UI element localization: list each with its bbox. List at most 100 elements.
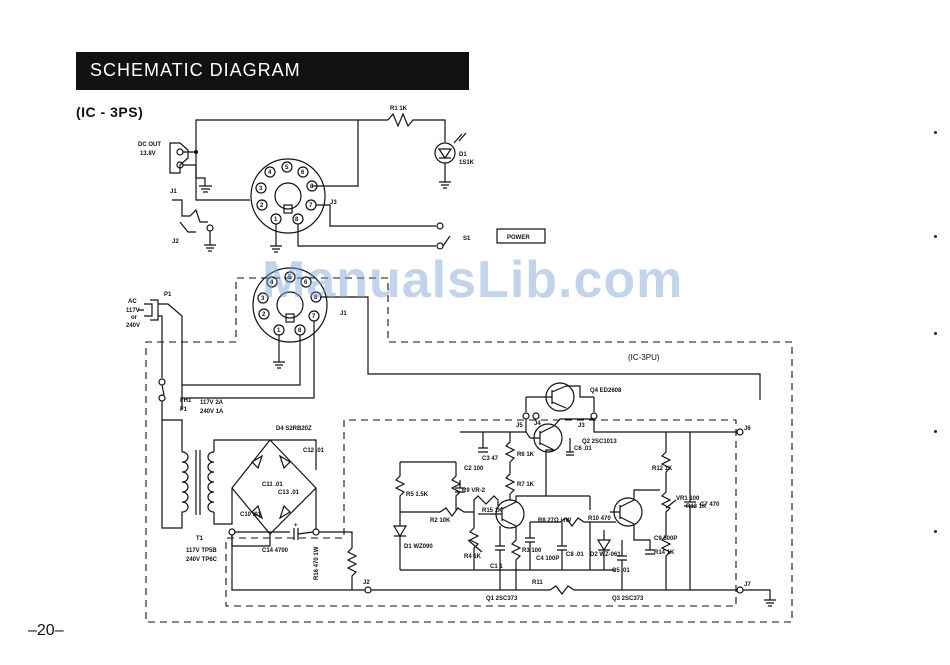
d4-label: D4 S2RB20Z	[276, 426, 312, 432]
dc-out-connector: DC OUT 13.8V	[138, 142, 189, 174]
r15-label: R15 1K	[482, 508, 503, 514]
fuse-117-label: 117V 2A	[200, 400, 224, 406]
svg-text:6: 6	[304, 280, 308, 286]
r9-label: R9 VR-2	[462, 488, 486, 494]
page-title: SCHEMATIC DIAGRAM	[90, 60, 301, 80]
ac-label: AC	[128, 299, 137, 305]
c8-label: C8 .01	[566, 552, 584, 558]
j6-label: J6	[744, 426, 751, 432]
socket-j1: 4 5 6 3 8 2 7 1 8 J1	[252, 267, 347, 343]
j2-label: J2	[363, 580, 370, 586]
svg-text:6: 6	[301, 170, 305, 176]
c13-label: C13 .01	[278, 490, 300, 496]
t1-label: T1	[196, 536, 204, 542]
ac-plug: AC 117V or 240V P1	[126, 292, 172, 329]
r5-label: R5 1.5K	[406, 492, 429, 498]
j2-top-label: J2	[172, 239, 179, 245]
d1-label: D1	[459, 152, 467, 158]
r16-label: R16 470 1W	[314, 546, 320, 580]
r10-label: R10 470	[588, 516, 611, 522]
c10-label: C10 .01	[240, 512, 262, 518]
r11-label: R11	[532, 580, 543, 586]
svg-text:1: 1	[277, 328, 281, 334]
dc-out-voltage: 13.8V	[140, 151, 156, 157]
j4-label: J4	[534, 421, 541, 427]
diagram-subtitle: (IC - 3PS)	[76, 104, 144, 120]
page-number: –20–	[28, 622, 64, 639]
c12-label: C12 .01	[303, 448, 325, 454]
j7-label: J7	[744, 582, 751, 588]
d1b-label: D1 WZ090	[404, 544, 433, 550]
r6-label: R6 1K	[517, 452, 535, 458]
r2-label: R2 10K	[430, 518, 451, 524]
margin-mark	[934, 430, 937, 433]
r13-label: R13 1K	[686, 504, 707, 510]
svg-text:2: 2	[262, 312, 266, 318]
margin-mark	[934, 235, 937, 238]
r12-label: R12 1K	[652, 466, 673, 472]
ac-240-label: 240V	[126, 323, 140, 329]
j5-label: J5	[516, 423, 523, 429]
j1-top-label: J1	[170, 189, 177, 195]
t1-240-label: 240V TP6C	[186, 557, 218, 563]
transistor-q3	[610, 497, 643, 527]
q2-label: Q2 2SC1013	[582, 439, 617, 445]
svg-text:8: 8	[298, 328, 302, 334]
d1-type-label: 1S1K	[459, 160, 475, 166]
vr1-label: VR1 100	[676, 496, 700, 502]
t1-117-label: 117V TP5B	[186, 548, 217, 554]
c14-label: C14 4700	[262, 548, 289, 554]
svg-text:8: 8	[314, 295, 318, 301]
j3-label: J3	[330, 200, 337, 206]
j3b-label: J3	[578, 423, 585, 429]
svg-text:5: 5	[288, 275, 292, 281]
q1-label: Q1 2SC373	[486, 596, 518, 602]
fh1-label: FH1	[180, 398, 192, 404]
c6-label: C6 .01	[574, 446, 592, 452]
p1-label: P1	[164, 292, 172, 298]
c1-label: C1 1	[490, 564, 503, 570]
d2-label: D2 WZ-061	[590, 552, 621, 558]
c5-label: C5 .01	[612, 568, 630, 574]
svg-text:8: 8	[310, 184, 314, 190]
c3-label: C3 47	[482, 456, 499, 462]
j1-label: J1	[340, 311, 347, 317]
svg-text:7: 7	[309, 203, 313, 209]
r4-label: R4 1K	[464, 554, 482, 560]
dc-out-label: DC OUT	[138, 142, 161, 148]
ac-or-label: or	[131, 315, 138, 321]
fuse-240-label: 240V 1A	[200, 409, 224, 415]
socket-j3: 4 5 6 3 8 2 7 1 8 J3	[250, 158, 337, 234]
watermark: ManualsLib.com	[262, 251, 684, 309]
f1-label: F1	[180, 407, 188, 413]
c11-label: C11 .01	[262, 482, 283, 488]
svg-text:1: 1	[274, 217, 278, 223]
svg-text:8: 8	[295, 217, 299, 223]
ac-117-label: 117V	[126, 308, 140, 314]
r7-label: R7 1K	[517, 482, 535, 488]
r3-label: R3 100	[522, 548, 542, 554]
svg-text:+: +	[294, 523, 298, 529]
svg-text:4: 4	[270, 280, 274, 286]
transformer-t1: T1 117V TP5B 240V TP6C	[161, 420, 218, 563]
bridge-rectifier-d4: D4 S2RB20Z C12 .01 C11 .01 C10 .01 C13 .…	[231, 426, 325, 535]
transistor-q1	[492, 499, 525, 529]
r14-label: R14 1K	[654, 550, 675, 556]
c7-label: C7 470	[700, 502, 720, 508]
r8-label: R8 27Ω ½W	[538, 517, 571, 524]
svg-text:5: 5	[285, 165, 289, 171]
ic3pu-label: (IC-3PU)	[628, 353, 660, 362]
svg-text:2: 2	[260, 203, 264, 209]
transistor-q4: Q4 ED2608	[542, 382, 622, 412]
svg-text:3: 3	[261, 296, 265, 302]
c4-label: C4 100P	[536, 556, 559, 562]
svg-text:7: 7	[312, 314, 316, 320]
r1-label: R1 1K	[390, 106, 408, 112]
margin-mark	[934, 332, 937, 335]
c9-label: C9 500P	[654, 536, 677, 542]
q3-label: Q3 2SC373	[612, 596, 644, 602]
svg-text:4: 4	[268, 170, 272, 176]
s1-label: S1	[463, 236, 471, 242]
q4-label: Q4 ED2608	[590, 388, 622, 394]
